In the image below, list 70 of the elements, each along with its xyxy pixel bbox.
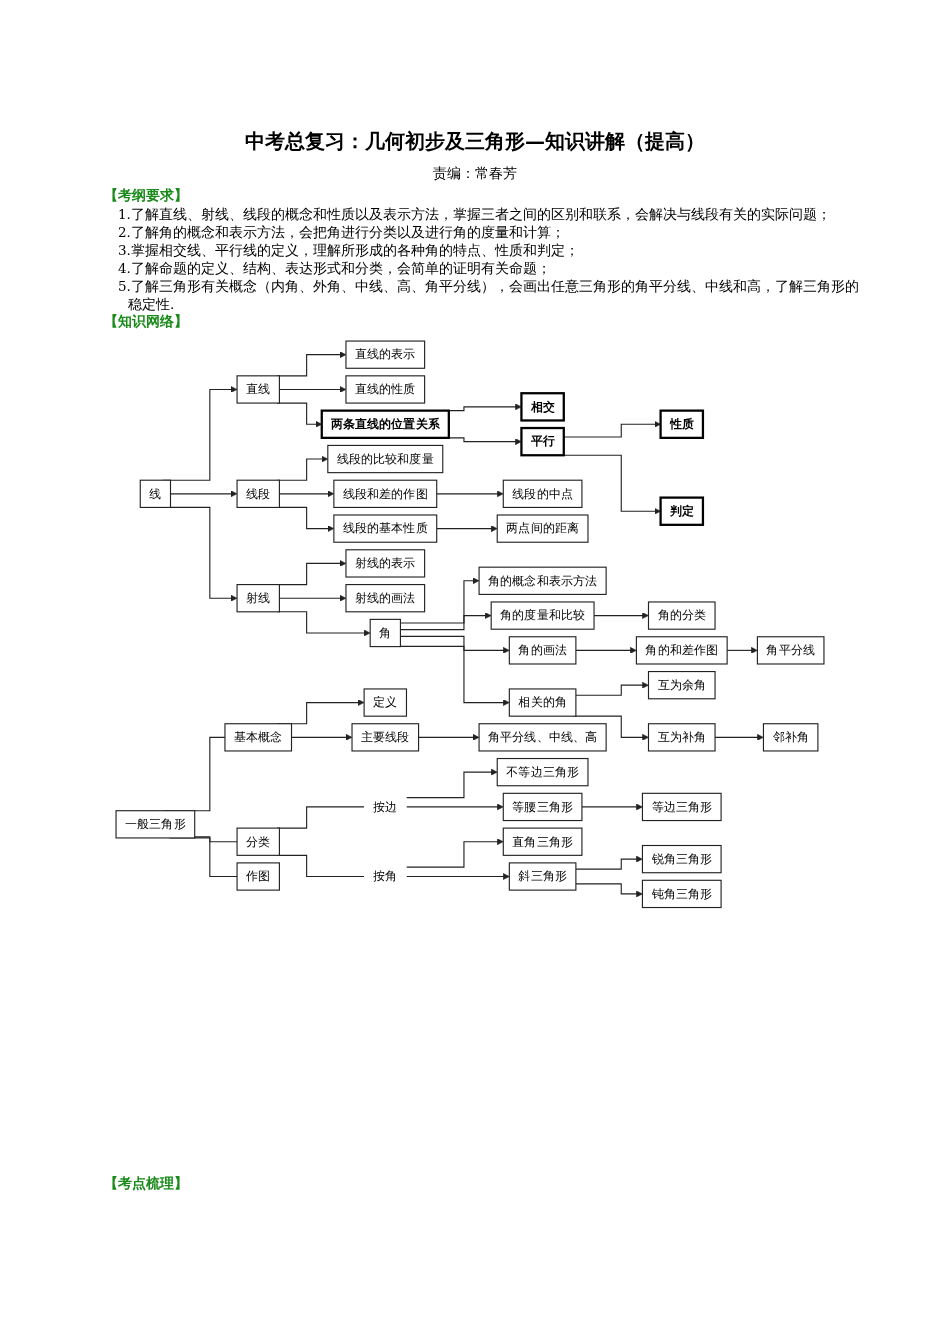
node-box: 性质: [659, 409, 705, 439]
node-box: 角的分类: [647, 601, 716, 630]
arrow: [563, 420, 661, 438]
node-text: 按角: [373, 868, 398, 884]
node-box: 角的概念和表示方法: [478, 566, 607, 595]
connector: [194, 836, 238, 843]
node-box: 直角三角形: [502, 827, 583, 856]
node-box: 线段的中点: [502, 479, 583, 508]
node-box: 作图: [236, 862, 280, 891]
node-box: 一般三角形: [115, 810, 196, 839]
node-box: 等边三角形: [641, 792, 722, 822]
arrow: [581, 803, 643, 811]
node-box: 线段的基本性质: [333, 514, 438, 543]
arrow: [405, 873, 510, 880]
node-box: 基本概念: [224, 723, 293, 752]
node-box: 主要线段: [351, 723, 420, 752]
requirement-item: 3.掌握相交线、平行线的定义，理解所形成的各种角的特点、性质和判定；: [118, 241, 580, 259]
node-box: 分类: [236, 827, 280, 856]
arrow: [436, 525, 498, 532]
section-heading: 【考点梳理】: [104, 1175, 189, 1193]
arrow: [575, 855, 643, 870]
node-box: 角的度量和比较: [490, 601, 595, 630]
node-box: 射线的画法: [345, 584, 426, 613]
arrow: [405, 838, 504, 868]
node-box: 线: [139, 479, 172, 508]
node-box: 平行: [520, 426, 565, 457]
node-box: 相交: [520, 392, 565, 422]
node-box: 线段和差的作图: [333, 479, 438, 508]
node-text: 按边: [373, 799, 398, 814]
arrow: [405, 803, 504, 811]
node-box: 相关的角: [508, 688, 577, 717]
arrow: [399, 645, 510, 706]
node-box: 射线: [236, 584, 280, 613]
node-box: 角平分线、中线、高: [478, 723, 607, 752]
page-title: 中考总复习：几何初步及三角形—知识讲解（提高）: [244, 128, 706, 155]
node-box: 互为余角: [647, 671, 716, 700]
node-box: 锐角三角形: [641, 844, 722, 874]
node-box: 直线: [236, 375, 280, 404]
node-box: 角平分线: [756, 636, 825, 665]
node-box: 邻补角: [762, 723, 819, 752]
requirement-item: 2.了解角的概念和表示方法，会把角进行分类以及进行角的度量和计算；: [118, 223, 566, 241]
node-box: 不等边三角形: [496, 757, 589, 787]
node-box: 两条直线的位置关系: [320, 409, 450, 439]
arrow: [418, 734, 480, 741]
node-box: 等腰三角形: [502, 792, 583, 822]
requirement-item: 5.了解三角形有关概念（内角、外角、中线、高、角平分线），会画出任意三角形的角平分线、中线和高，了解三角形的稳定性.: [118, 277, 860, 313]
node-box: 射线的表示: [345, 549, 426, 578]
node-box: 线段的比较和度量: [327, 444, 444, 474]
arrow: [436, 490, 504, 498]
node-box: 直线的表示: [345, 340, 426, 369]
node-box: 定义: [363, 688, 408, 717]
node-box: 判定: [659, 496, 705, 526]
node-box: 钝角三角形: [641, 879, 722, 909]
section-heading: 【知识网络】: [104, 313, 189, 331]
section-heading: 【考纲要求】: [104, 187, 189, 205]
arrow: [405, 768, 498, 799]
arrow: [575, 647, 637, 654]
node-box: 角的和差作图: [635, 636, 728, 665]
arrow: [575, 681, 649, 696]
node-box: 两点间的距离: [496, 514, 589, 543]
node-box: 直线的性质: [345, 375, 426, 404]
author-line: 责编：常春芳: [432, 165, 518, 183]
node-box: 线段: [236, 479, 280, 508]
node-box: 角: [369, 618, 401, 648]
node-box: 斜三角形: [508, 862, 577, 891]
requirement-item: 4.了解命题的定义、结构、表达形式和分类，会简单的证明有关命题；: [118, 259, 552, 277]
node-box: 互为补角: [647, 723, 716, 752]
node-box: 角的画法: [508, 636, 577, 665]
requirement-item: 1.了解直线、射线、线段的概念和性质以及表示方法，掌握三者之间的区别和联系，会解决与线段有关的实际问题；: [118, 205, 832, 223]
arrow: [575, 883, 643, 898]
